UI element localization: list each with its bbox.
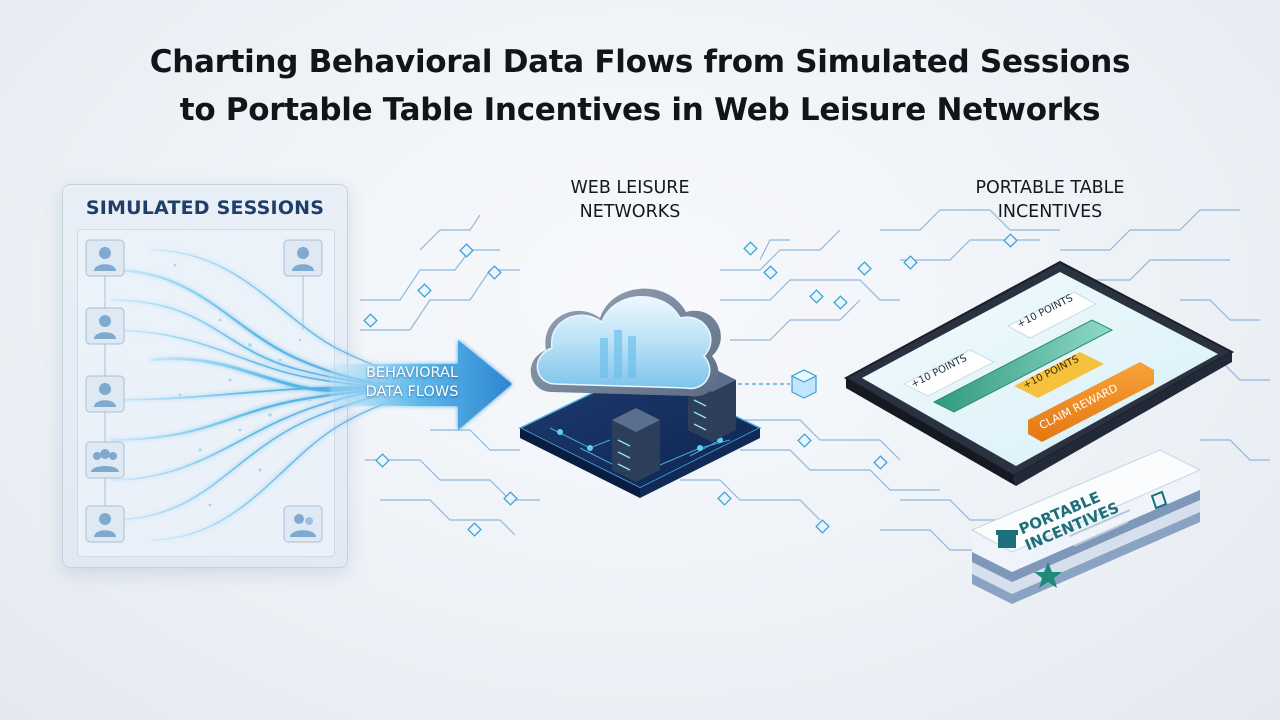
users-group-icon	[85, 441, 125, 479]
cloud-icon	[530, 288, 721, 397]
user-icon	[85, 375, 125, 413]
title-line-2: to Portable Table Incentives in Web Leis…	[179, 92, 1101, 128]
star-icon	[1034, 562, 1062, 588]
user-icon	[85, 307, 125, 345]
circuit-nodes	[363, 233, 1018, 537]
arrow-label-line-1: BEHAVIORAL	[365, 365, 459, 381]
gift-icon	[996, 530, 1018, 548]
incentive-card-stack	[970, 449, 1202, 604]
session-user-icons	[85, 239, 323, 543]
diagram-title: Charting Behavioral Data Flows from Simu…	[0, 38, 1280, 134]
panel-title: SIMULATED SESSIONS	[85, 197, 325, 219]
network-header-line-1: WEB LEISURE	[570, 178, 690, 198]
behavioral-data-flow-arrow	[330, 340, 512, 430]
server-stack-left	[612, 408, 660, 482]
user-icon	[85, 239, 125, 277]
title-line-1: Charting Behavioral Data Flows from Simu…	[149, 44, 1131, 80]
tablet-screen-elements	[902, 291, 1154, 442]
flow-particles	[173, 263, 332, 507]
network-header-line-2: NETWORKS	[579, 202, 681, 222]
user-icon	[85, 505, 125, 543]
network-side-node	[738, 369, 818, 399]
user-icon	[283, 505, 323, 543]
arrow-label: BEHAVIORAL DATA FLOWS	[344, 364, 480, 402]
incentives-header: PORTABLE TABLE INCENTIVES	[930, 176, 1170, 224]
arrow-label-line-2: DATA FLOWS	[365, 384, 459, 400]
tablet-device	[843, 260, 1235, 486]
network-header: WEB LEISURE NETWORKS	[540, 176, 720, 224]
ticket-icon	[1150, 490, 1168, 510]
user-icon	[283, 239, 323, 277]
incentives-header-line-2: INCENTIVES	[997, 202, 1103, 222]
incentives-header-line-1: PORTABLE TABLE	[975, 178, 1125, 198]
circuit-traces	[360, 209, 1270, 551]
